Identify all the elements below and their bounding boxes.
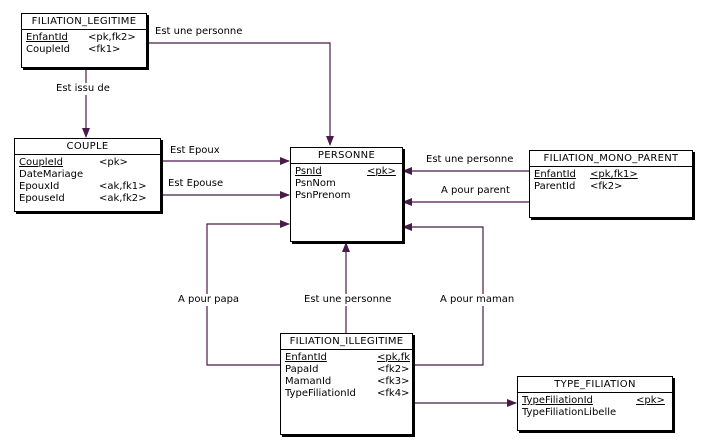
label-mono-parent: A pour parent	[441, 185, 510, 197]
label-illeg-papa: A pour papa	[178, 294, 240, 306]
attr-name: TypeFiliationId	[285, 388, 356, 399]
label-legitime-personne: Est une personne	[155, 26, 243, 38]
entity-filiation-mono-parent[interactable]: FILIATION_MONO_PARENT EnfantId <pk,fk1> P…	[529, 150, 693, 218]
attr-key: <pk,fk2>	[88, 32, 136, 43]
attr-key: <pk>	[636, 395, 665, 406]
attr-name: PsnPrenom	[295, 190, 351, 201]
attr-key: <fk1>	[88, 44, 121, 55]
label-mono-personne: Est une personne	[426, 154, 514, 166]
entity-title: COUPLE	[15, 139, 160, 155]
attr-key: <ak,fk2>	[99, 193, 147, 204]
entity-filiation-legitime[interactable]: FILIATION_LEGITIME EnfantId <pk,fk2> Coup…	[21, 13, 147, 68]
link-legitime-personne	[147, 42, 334, 146]
entity-type-filiation[interactable]: TYPE_FILIATION TypeFiliationId <pk> TypeF…	[517, 376, 673, 431]
attr-name: EpouseId	[19, 193, 65, 204]
attr-name: CoupleId	[19, 157, 64, 168]
attr-name: MamanId	[285, 376, 332, 387]
label-illeg-personne: Est une personne	[304, 294, 392, 306]
attr-key: <fk2>	[377, 364, 410, 375]
attr-key: <pk,fk1>	[590, 169, 638, 180]
label-couple-epouse: Est Epouse	[168, 178, 224, 190]
label-legitime-couple: Est issu de	[56, 83, 110, 95]
entity-title: FILIATION_LEGITIME	[22, 14, 146, 30]
attr-name: TypeFiliationLibelle	[522, 407, 617, 418]
attr-name: EnfantId	[534, 169, 576, 180]
attr-name: EpouxId	[19, 181, 60, 192]
attr-name: EnfantId	[26, 32, 68, 43]
entity-title: PERSONNE	[291, 148, 402, 164]
entity-couple[interactable]: COUPLE CoupleId <pk> DateMariage EpouxId <…	[14, 138, 161, 212]
attr-name: PapaId	[285, 364, 319, 375]
attr-name: DateMariage	[19, 169, 84, 180]
attr-name: EnfantId	[285, 352, 327, 363]
attr-name: CoupleId	[26, 44, 71, 55]
label-illeg-maman: A pour maman	[440, 294, 515, 306]
attr-key: <fk3>	[377, 376, 410, 387]
entity-title: TYPE_FILIATION	[518, 377, 672, 393]
attr-key: <fk2>	[590, 181, 623, 192]
attr-name: PsnNom	[295, 178, 336, 189]
attr-name: ParentId	[534, 181, 576, 192]
attr-key: <fk4>	[377, 388, 410, 399]
attr-key: <pk>	[99, 157, 128, 168]
attr-key: <ak,fk1>	[99, 181, 147, 192]
entity-personne[interactable]: PERSONNE PsnId <pk> PsnNom PsnPrenom	[290, 147, 403, 242]
attr-name: PsnId	[295, 166, 322, 177]
entity-title: FILIATION_MONO_PARENT	[530, 151, 692, 167]
attr-key: <pk>	[367, 166, 396, 177]
entity-title: FILIATION_ILLEGITIME	[281, 334, 412, 350]
attr-key: <pk,fk	[377, 352, 411, 363]
label-couple-epoux: Est Epoux	[170, 145, 220, 157]
attr-name: TypeFiliationId	[522, 395, 593, 406]
entity-filiation-illegitime[interactable]: FILIATION_ILLEGITIME EnfantId <pk,fk Papa…	[280, 333, 413, 435]
